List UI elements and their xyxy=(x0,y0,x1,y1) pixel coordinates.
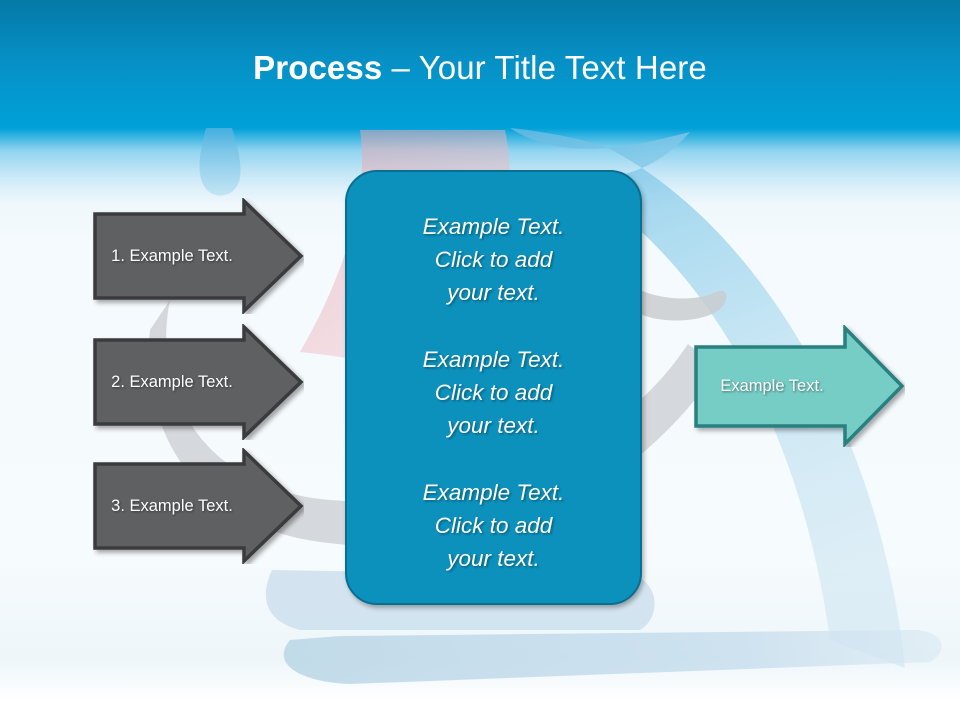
title-strong: Process xyxy=(253,49,383,86)
arrow-shape xyxy=(93,198,304,314)
process-step-arrow-1[interactable]: 1. Example Text. xyxy=(92,198,304,314)
slide-title: Process – Your Title Text Here xyxy=(0,48,960,88)
process-step-arrow-2[interactable]: 2. Example Text. xyxy=(92,324,304,440)
center-paragraph-1: Example Text. Click to add your text. xyxy=(422,214,565,305)
arrow-shape xyxy=(93,448,304,564)
center-content-box[interactable]: Example Text. Click to add your text. Ex… xyxy=(345,170,642,605)
process-step-arrow-3[interactable]: 3. Example Text. xyxy=(92,448,304,564)
arrow-shape xyxy=(93,324,304,440)
arrow-shape xyxy=(694,325,905,447)
title-rest: – Your Title Text Here xyxy=(382,49,707,86)
center-paragraph-3: Example Text. Click to add your text. xyxy=(422,480,565,571)
center-paragraph-2: Example Text. Click to add your text. xyxy=(422,347,565,438)
decoration-teardrop xyxy=(199,128,241,196)
decoration-bottom-band xyxy=(283,630,942,684)
process-outcome-arrow[interactable]: Example Text. xyxy=(693,325,905,447)
decoration-gray-nub xyxy=(640,290,727,321)
